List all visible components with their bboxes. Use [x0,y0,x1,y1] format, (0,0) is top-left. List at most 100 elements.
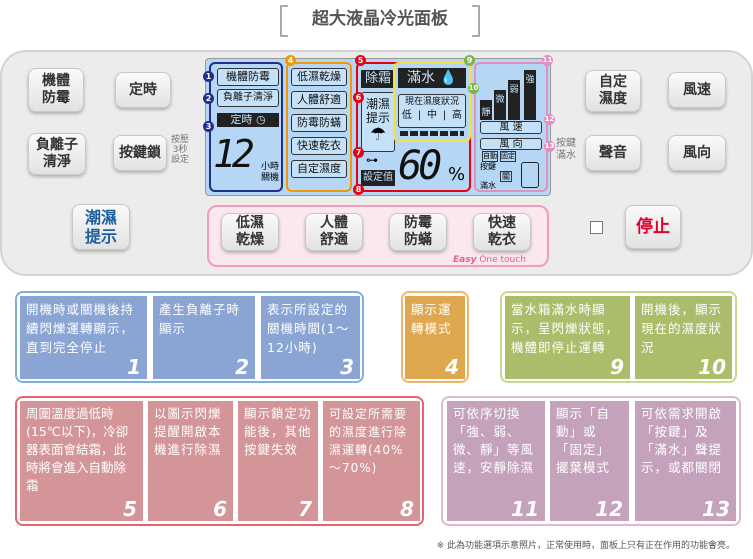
lcd-fan-level: 靜 [480,100,492,120]
callout-number: 1 [203,71,214,82]
desc-box-6: 以圖示閃爍提醒開啟本機進行除濕 6 [148,401,233,521]
desc-number: 6 [213,497,227,521]
lcd-body-mold: 機體防霉 [217,68,279,86]
desc-text: 產生負離子時顯示 [159,302,241,336]
lcd-timer-label: 定時 [230,113,253,126]
desc-number: 8 [400,497,414,521]
callout-number: 12 [544,114,555,125]
lcd-ion: 負離子清淨 [217,89,279,107]
desc-text: 顯示運轉模式 [411,302,452,336]
lcd-level-low: 低 [401,110,412,121]
lcd-defrost: 除霜 [361,70,395,88]
comfort-button[interactable]: 人體 舒適 [305,213,363,251]
desc-box-13: 可依需求開啟「按鍵」及「滿水」聲提示，或都關閉 13 [635,401,736,521]
humid-alert-button[interactable]: 潮濕 提示 [72,204,130,250]
desc-text: 以圖示閃爍提醒開啟本機進行除濕 [154,406,222,457]
lcd-section-water: 滿水 💧 現在濕度狀況 低|中|高 [393,62,471,142]
callout-number: 11 [542,55,553,66]
lcd-auto: 自動 [482,151,498,162]
footnote: ※ 此為功能選項示意照片，正常使用時，面板上只有正在作用的功能會亮。 [436,541,735,551]
lcd-percent: % [448,164,466,185]
anti-mold-button[interactable]: 防霉 防蟎 [389,213,447,251]
callout-number: 5 [355,55,366,66]
callout-number: 8 [353,184,364,195]
desc-number: 13 [702,497,730,521]
lcd-mode: 自定濕度 [291,160,347,178]
page-title: 超大液晶冷光面板 [280,5,480,37]
quick-dry-button[interactable]: 快速 乾衣 [473,213,531,251]
humidity-level-bar [400,131,464,136]
lcd-key: 按鍵 [480,162,496,171]
lcd-section-timer: 機體防霉 負離子清淨 定時 ◷ 12 小時 關機 [209,62,283,192]
stop-indicator [590,221,603,234]
lcd-mode: 低濕乾燥 [291,68,347,86]
key-lock-note: 按壓 3秒 設定 [171,135,190,165]
lcd-timer-unit: 小時 關機 [261,162,280,183]
desc-text: 顯示「自動」或「固定」擺葉模式 [556,406,611,475]
key-full-note: 按鍵 滿水 [556,138,576,161]
callout-number: 4 [285,55,296,66]
lcd-display: 機體防霉 負離子清淨 定時 ◷ 12 小時 關機 低濕乾燥 人體舒適 防霉防蟎 … [203,55,555,196]
desc-text: 當水箱滿水時顯示，呈閃爍狀態，機體即停止運轉 [511,302,620,355]
low-humidity-button[interactable]: 低濕 乾燥 [221,213,279,251]
easy-touch-bar: 低濕 乾燥 人體 舒適 防霉 防蟎 快速 乾衣 Easy One touch [207,205,549,267]
key-lock-button[interactable]: 按鍵鎖 [113,135,167,171]
desc-number: 1 [127,355,141,379]
callout-number: 9 [464,55,475,66]
callout-number: 3 [203,121,214,132]
custom-humidity-button[interactable]: 自定 濕度 [585,70,641,112]
lcd-fan-level: 強 [524,70,536,120]
desc-text: 開機時或關機後持續閃爍運轉顯示，直到完全停止 [26,302,135,355]
desc-number: 7 [298,497,312,521]
desc-number: 9 [610,355,624,379]
desc-text: 可依序切換「強、弱、微、靜」等風速，安靜除濕 [453,406,535,475]
umbrella-icon: ☂ [370,124,387,145]
lcd-section-fan: 靜 微 弱 強 風 速 風 向 自動固定 按鍵 關 滿水 [474,62,548,192]
callout-number: 13 [544,141,555,152]
desc-text: 顯示鎖定功能後，其他按鍵失效 [244,406,312,457]
lcd-section-modes: 低濕乾燥 人體舒適 防霉防蟎 快速乾衣 自定濕度 [286,62,352,192]
lcd-fan-speed: 風 速 [480,121,542,134]
callout-number: 7 [353,147,364,158]
clock-icon: ◷ [255,113,266,126]
desc-text: 可依需求開啟「按鍵」及「滿水」聲提示，或都關閉 [641,406,723,475]
timer-button[interactable]: 定時 [115,72,171,108]
one-touch-label: One touch [479,255,526,265]
lcd-fixed: 固定 [500,151,516,162]
lcd-full-water: 滿水 [407,70,436,86]
body-mold-button[interactable]: 機體 防霉 [28,68,84,112]
lcd-mode: 快速乾衣 [291,137,347,155]
fan-speed-button[interactable]: 風速 [668,72,726,108]
desc-number: 2 [235,355,249,379]
desc-number: 11 [511,497,539,521]
desc-text: 開機後，顯示現在的濕度狀況 [641,302,723,355]
desc-text: 可設定所需要的濕度進行除濕運轉(40%～70%) [329,407,408,475]
desc-box-8: 可設定所需要的濕度進行除濕運轉(40%～70%) 8 [323,401,420,521]
desc-text: 表示所設定的關機時間(1～12小時) [267,302,350,355]
desc-box-4: 顯示運轉模式 4 [405,296,465,379]
callout-number: 2 [203,93,214,104]
desc-box-11: 可依序切換「強、弱、微、靜」等風速，安靜除濕 11 [447,401,545,521]
lcd-mode: 防霉防蟎 [291,114,347,132]
desc-number: 4 [445,355,459,379]
lcd-full: 滿水 [480,181,496,190]
desc-number: 12 [595,497,623,521]
desc-number: 3 [340,355,354,379]
direction-button[interactable]: 風向 [668,135,726,171]
lcd-set-value: 設定值 [361,170,395,186]
lcd-direction: 風 向 [480,138,542,150]
lcd-current-humidity-label: 現在濕度狀況 [404,97,459,107]
lcd-humidity-value: 60 [398,143,442,189]
desc-box-12: 顯示「自動」或「固定」擺葉模式 12 [550,401,629,521]
desc-text: 周圍溫度過低時(15℃以下)，冷卻器表面會結霜，此時將會進入自動除霜 [26,406,129,493]
lcd-level-mid: 中 [426,110,437,121]
lcd-close: 關 [500,171,512,182]
ion-button[interactable]: 負離子 清淨 [28,133,86,175]
stop-button[interactable]: 停止 [625,205,681,249]
key-icon: ⊶ [366,153,378,167]
desc-box-3: 表示所設定的關機時間(1～12小時)3 [261,296,360,379]
sound-button[interactable]: 聲音 [585,135,641,171]
